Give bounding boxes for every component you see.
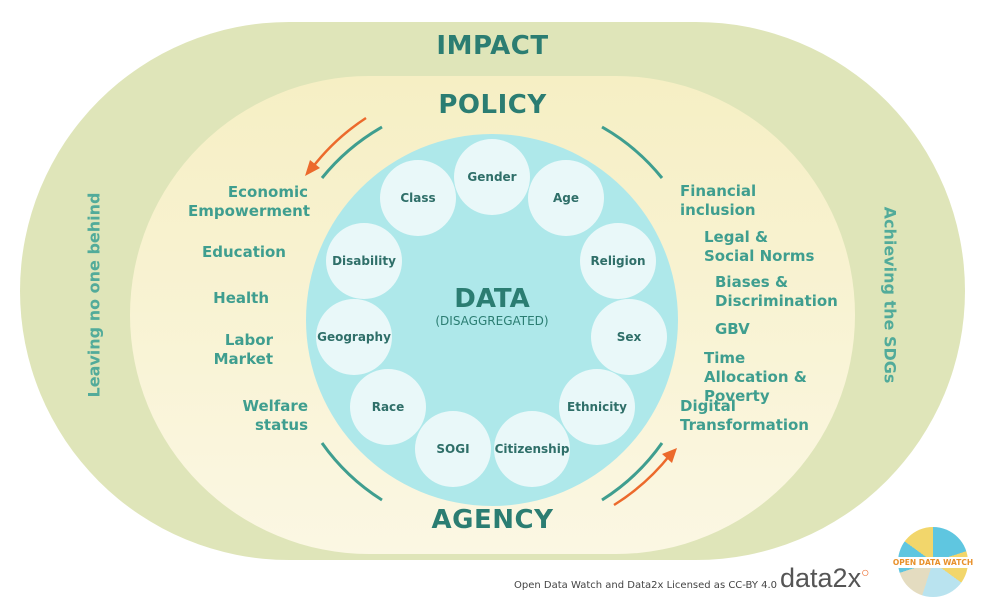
data2x-logo: data2x○ (780, 563, 870, 593)
cycle-arcs (320, 125, 664, 502)
impact-header: IMPACT (436, 31, 549, 61)
topic-labor-market: Labor Market (213, 331, 273, 368)
arrow-head-right (662, 448, 677, 463)
achieving-sdgs-label: Achieving the SDGs (880, 206, 900, 384)
arrow-head-left (305, 160, 320, 176)
agency-header: AGENCY (431, 505, 554, 535)
open-data-watch-logo: OPEN DATA WATCH (890, 527, 976, 597)
topic-economic-empowerment: Economic Empowerment (188, 183, 310, 220)
dimension-citizenship: Citizenship (494, 411, 570, 487)
data-subtitle: (DISAGGREGATED) (435, 314, 549, 328)
topic-digital-transformation: Digital Transformation (680, 397, 809, 434)
dimension-age: Age (528, 160, 604, 236)
topic-gbv: GBV (715, 320, 750, 338)
dimension-gender: Gender (454, 139, 530, 215)
topic-biases-discrimination: Biases & Discrimination (715, 273, 838, 310)
dimension-race: Race (350, 369, 426, 445)
dimension-geography: Geography (316, 299, 392, 375)
dimension-sex: Sex (591, 299, 667, 375)
data-title: DATA (454, 284, 530, 314)
dimension-ethnicity: Ethnicity (559, 369, 635, 445)
dimension-class: Class (380, 160, 456, 236)
topic-legal-social-norms: Legal & Social Norms (704, 228, 815, 265)
topic-education: Education (202, 243, 286, 261)
topic-health: Health (213, 289, 269, 307)
policy-header: POLICY (438, 90, 547, 120)
topic-financial-inclusion: Financial inclusion (680, 182, 757, 219)
license-text: Open Data Watch and Data2x Licensed as C… (514, 580, 778, 591)
dimension-religion: Religion (580, 223, 656, 299)
odw-logo-text: OPEN DATA WATCH (890, 556, 976, 568)
dimension-disability: Disability (326, 223, 402, 299)
dimension-sogi: SOGI (415, 411, 491, 487)
leaving-no-one-behind-label: Leaving no one behind (84, 192, 104, 398)
topic-time-allocation-poverty: Time Allocation & Poverty (704, 349, 807, 405)
topic-welfare-status: Welfare status (242, 397, 308, 434)
